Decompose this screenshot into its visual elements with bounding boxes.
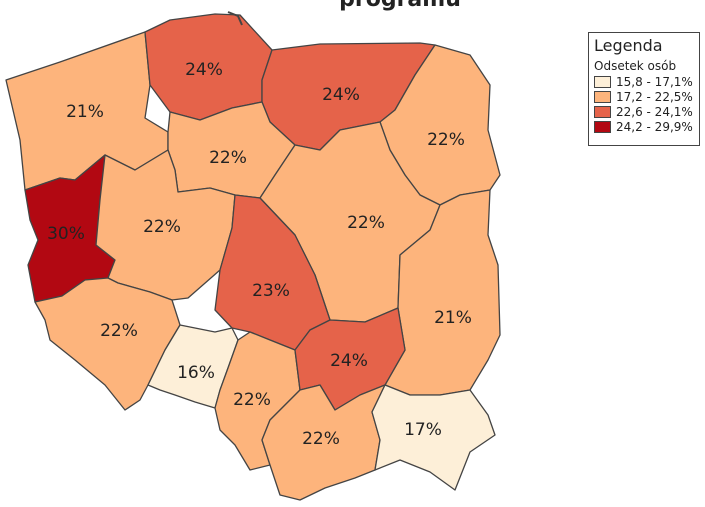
legend-item-label: 24,2 - 29,9% <box>616 119 693 134</box>
legend-title: Legenda <box>594 36 663 55</box>
region-label: 22% <box>302 429 340 449</box>
region-label: 30% <box>47 224 85 244</box>
region-podkarpackie[interactable]: 17% <box>371 384 496 491</box>
region-swietokrzyskie[interactable]: 24% <box>294 307 406 411</box>
legend-item-label: 17,2 - 22,5% <box>616 89 693 104</box>
region-label: 22% <box>233 390 271 410</box>
region-wielkopolskie[interactable]: 22% <box>95 149 236 301</box>
region-malopolskie[interactable]: 22% <box>261 384 386 501</box>
legend-swatch <box>594 120 611 133</box>
legend-item: 15,8 - 17,1% <box>594 74 694 89</box>
region-label: 22% <box>209 148 247 168</box>
legend-swatch <box>594 75 611 88</box>
region-label: 21% <box>66 102 104 122</box>
region-label: 22% <box>427 130 465 150</box>
region-dolnoslaskie[interactable]: 22% <box>34 277 181 411</box>
map-title: programu <box>300 0 500 12</box>
region-label: 24% <box>330 351 368 371</box>
legend-item-label: 22,6 - 24,1% <box>616 104 693 119</box>
region-label: 22% <box>347 213 385 233</box>
region-label: 21% <box>434 308 472 328</box>
legend-subtitle: Odsetek osób <box>594 59 677 73</box>
region-label: 16% <box>177 363 215 383</box>
region-pomorskie[interactable]: 24% <box>144 11 273 121</box>
region-label: 24% <box>185 60 223 80</box>
legend-item: 24,2 - 29,9% <box>594 119 694 134</box>
region-lodzkie[interactable]: 23% <box>214 194 331 351</box>
region-label: 24% <box>322 85 360 105</box>
region-label: 22% <box>143 217 181 237</box>
legend-item: 22,6 - 24,1% <box>594 104 694 119</box>
legend-item-label: 15,8 - 17,1% <box>616 74 693 89</box>
region-label: 22% <box>100 321 138 341</box>
legend-swatch <box>594 105 611 118</box>
legend: Legenda Odsetek osób 15,8 - 17,1% 17,2 -… <box>588 32 700 146</box>
region-label: 17% <box>404 420 442 440</box>
region-label: 23% <box>252 281 290 301</box>
legend-item: 17,2 - 22,5% <box>594 89 694 104</box>
legend-swatch <box>594 90 611 103</box>
